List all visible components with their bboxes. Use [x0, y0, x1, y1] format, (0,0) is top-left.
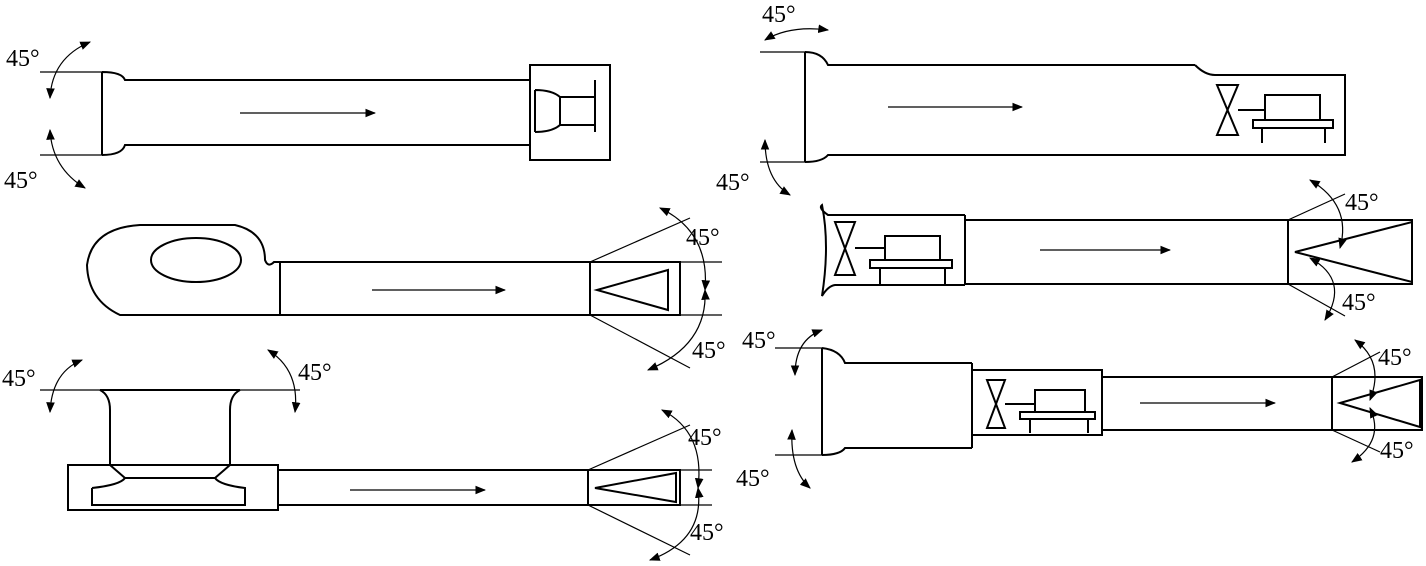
- fitting-5-duct: [278, 469, 681, 506]
- fitting-1-end-box: [529, 64, 611, 161]
- fitting-4-motor: [884, 235, 941, 261]
- fitting-6-angle-label-top: 45°: [742, 328, 776, 354]
- fitting-6-motor: [1034, 389, 1086, 413]
- fitting-1-angle-label-top: 45°: [6, 46, 40, 72]
- fitting-5-angle-arc-right: [267, 349, 301, 414]
- fitting-6-hood: [821, 347, 972, 456]
- fitting-2-angle-arc-bottom: [760, 138, 791, 196]
- fitting-4-wedge: [1294, 220, 1413, 284]
- fitting-6-wedge: [1336, 378, 1421, 429]
- fitting-5-angle-label-bottom: 45°: [690, 520, 724, 546]
- fitting-1: 45° 45°: [4, 41, 611, 194]
- fitting-5-base-box: [67, 464, 279, 511]
- fitting-3-body: [85, 224, 590, 316]
- fitting-3-angle-label-bottom: 45°: [692, 338, 726, 364]
- fitting-2-angle-label-bottom: 45°: [716, 170, 750, 196]
- fitting-3: 45° 45°: [85, 207, 726, 371]
- fitting-6: 45° 45° 45° 45°: [736, 328, 1423, 492]
- fitting-6-angle-label-right-top: 45°: [1378, 345, 1412, 371]
- fitting-2: 45° 45°: [716, 2, 1346, 196]
- fitting-5-angle-label-top: 45°: [688, 425, 722, 451]
- fitting-1-body: [101, 71, 530, 156]
- fitting-6-duct: [1102, 376, 1423, 431]
- fitting-4-body: [965, 219, 1413, 285]
- fitting-5-wedge: [594, 471, 677, 504]
- fitting-3-angle-arc-bottom: [647, 288, 710, 371]
- fitting-2-body: [804, 51, 1195, 163]
- fitting-3-angle-label-top: 45°: [686, 225, 720, 251]
- fitting-4-angle-arc-top: [1309, 179, 1347, 250]
- fitting-3-angle-arc-top: [659, 207, 711, 292]
- fitting-4-angle-label-top: 45°: [1345, 190, 1379, 216]
- fitting-5-angle-label-left: 45°: [2, 366, 36, 392]
- fitting-1-angle-label-bottom: 45°: [4, 168, 38, 194]
- fitting-6-angle-arc-top: [790, 329, 824, 377]
- fitting-1-angle-arc-top: [46, 41, 91, 100]
- fitting-2-angle-label-top: 45°: [762, 2, 796, 28]
- fitting-5-angle-arc-left: [46, 359, 84, 414]
- fitting-5-inner-channel: [91, 464, 246, 506]
- fitting-6-angle-arc-bottom: [787, 428, 811, 489]
- fitting-1-nozzle: [529, 80, 596, 145]
- fitting-4-end-flare: [819, 203, 965, 297]
- fitting-5-hood: [99, 389, 241, 465]
- fitting-4-valve: [833, 221, 857, 276]
- fitting-6-angle-arc-right-top: [1354, 339, 1378, 402]
- fitting-3-opening: [150, 237, 242, 283]
- fitting-5-angle-label-right: 45°: [298, 360, 332, 386]
- fitting-5-angle-arc-bottom: [648, 486, 704, 561]
- fitting-5: 45° 45° 45° 45°: [2, 349, 724, 561]
- fitting-2-valve: [1215, 84, 1240, 136]
- fitting-5-angle-arc-top: [661, 409, 704, 490]
- fitting-2-end-flare: [1194, 64, 1346, 156]
- fitting-3-wedge: [593, 268, 669, 312]
- fitting-2-motor: [1264, 94, 1321, 121]
- fitting-4-angle-arc-bottom: [1309, 257, 1336, 321]
- fitting-2-angle-arc-top: [764, 24, 830, 41]
- fitting-6-angle-arc-right-bottom: [1351, 407, 1379, 463]
- fitting-6-angle-label-bottom: 45°: [736, 466, 770, 492]
- fitting-1-angle-arc-bottom: [46, 128, 86, 189]
- fitting-4-angle-label-bottom: 45°: [1342, 290, 1376, 316]
- fitting-4: 45° 45°: [819, 179, 1413, 321]
- fitting-6-angle-label-right-bottom: 45°: [1380, 438, 1414, 464]
- fitting-6-valve: [985, 379, 1007, 429]
